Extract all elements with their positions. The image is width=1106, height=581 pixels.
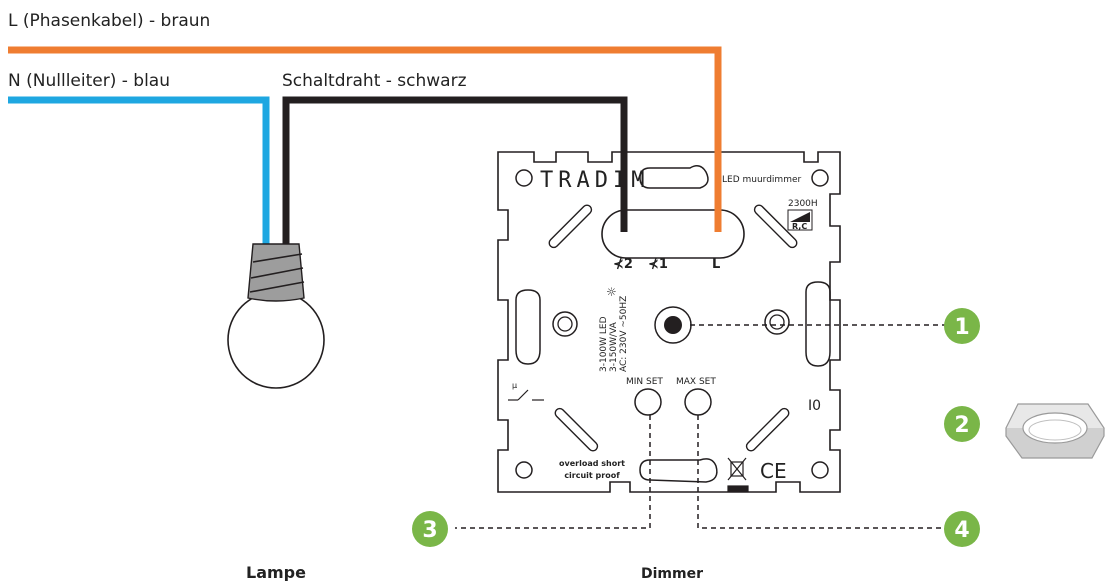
protection-line-2: circuit proof [564, 471, 620, 480]
brand-label: TRADIM [540, 168, 649, 193]
knob-center [664, 316, 682, 334]
right-side-slot [805, 281, 831, 367]
screw-hole-right [764, 309, 790, 335]
switch-wire [282, 96, 628, 248]
mount-hole-top-left [515, 169, 533, 187]
mount-hole-bottom-right [811, 461, 829, 479]
hex-nut-icon [1005, 403, 1105, 459]
terminal-l-label: L [712, 257, 720, 272]
min-set-pot [634, 388, 662, 416]
micro-label: μ [512, 381, 517, 390]
lamp-bulb [227, 243, 325, 389]
light-icon: ☼ [606, 285, 617, 299]
diagonal-slots [548, 204, 798, 452]
bottom-keyhole-slot [639, 458, 718, 483]
rc-dimmer-icon: R,C [787, 209, 813, 231]
svg-text:1: 1 [954, 315, 969, 340]
micro-switch-symbol [508, 389, 544, 401]
mode-label: I0 [808, 398, 821, 414]
product-label: LED muurdimmer [722, 175, 801, 185]
ce-mark: CE [760, 459, 787, 483]
rating-voltage: AC: 230V ~50HZ [619, 296, 629, 372]
switch-wire-label: Schaltdraht - schwarz [282, 71, 467, 91]
callout-1: 1 [944, 308, 980, 344]
callout-4: 4 [944, 511, 980, 547]
dimmer-caption: Dimmer [641, 566, 703, 581]
protection-line-1: overload short [559, 459, 625, 468]
svg-text:2: 2 [954, 413, 969, 438]
max-set-label: MAX SET [676, 377, 716, 387]
callout-2: 2 [944, 406, 980, 442]
svg-text:4: 4 [954, 518, 969, 543]
mount-hole-bottom-left [515, 461, 533, 479]
phase-wire-label: L (Phasenkabel) - braun [8, 11, 210, 31]
min-set-label: MIN SET [626, 377, 663, 387]
lamp-caption: Lampe [246, 563, 306, 581]
terminal-2-label: ⊀2 [613, 257, 633, 272]
callout-3: 3 [412, 511, 448, 547]
left-side-slot [515, 289, 541, 365]
neutral-wire-label: N (Nullleiter) - blau [8, 71, 170, 91]
mount-hole-top-right [811, 169, 829, 187]
terminal-1-label: ⊀1 [648, 257, 668, 272]
screw-hole-left [552, 311, 578, 337]
terminal-window [601, 209, 745, 259]
top-keyhole-slot [639, 165, 709, 189]
phase-wire [8, 46, 722, 232]
weee-bin-icon [727, 457, 749, 492]
svg-text:3: 3 [422, 518, 437, 543]
ratings-block: 3-100W LED 3-150W/VA AC: 230V ~50HZ [599, 296, 629, 372]
rating-led: 3-100W LED [599, 316, 609, 372]
svg-text:R,C: R,C [792, 222, 807, 231]
model-label: 2300H [788, 199, 818, 209]
rating-va: 3-150W/VA [609, 321, 619, 372]
leader-lines [455, 324, 946, 529]
neutral-wire [8, 96, 270, 248]
